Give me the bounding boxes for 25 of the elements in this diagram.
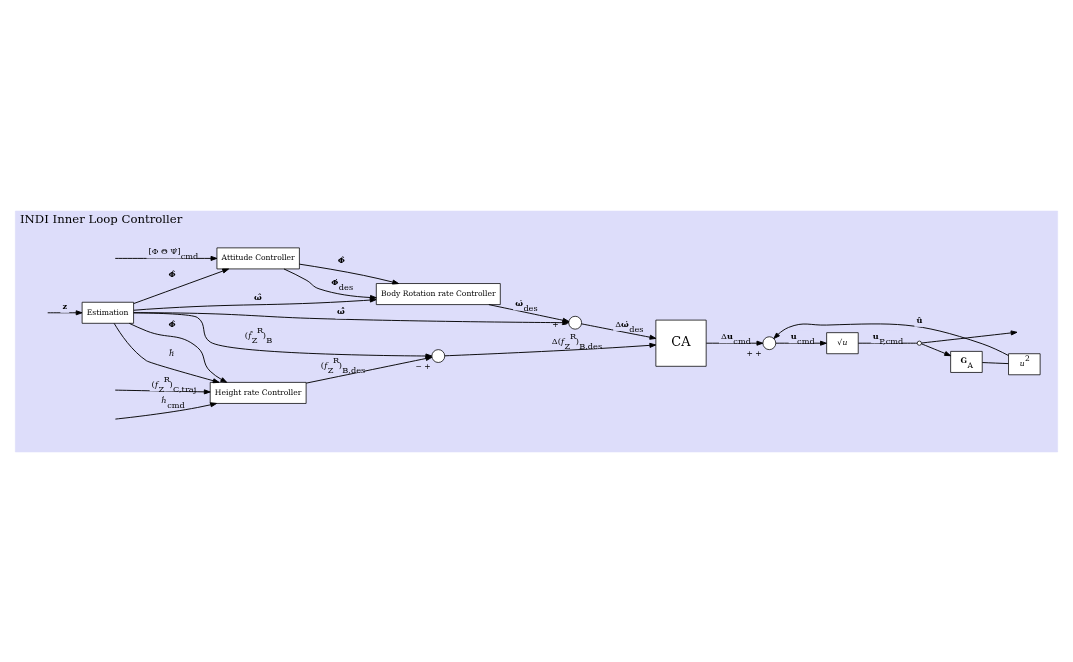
edge-label: ĥ̇: [168, 347, 175, 358]
arrow: [444, 342, 657, 356]
edge-label: Φ̂: [337, 254, 345, 265]
arrow: [114, 388, 211, 394]
edge-label: z: [62, 300, 68, 311]
node-circle: [431, 348, 446, 363]
arrow: [47, 309, 83, 315]
connector: [981, 361, 1009, 364]
arrow: [113, 322, 220, 383]
arrow: [298, 263, 399, 285]
node-circle: [568, 315, 582, 330]
arrow: [921, 342, 952, 356]
edge-label: ω̂: [254, 291, 262, 302]
arrow: [128, 322, 228, 383]
arrow: [133, 297, 377, 311]
edge-label: û: [916, 314, 923, 325]
node-box: CA: [655, 319, 707, 367]
edge-label: Φ̂: [168, 318, 176, 329]
arrow: [114, 401, 217, 420]
node-circle: [762, 335, 777, 350]
edge-label: Φ̂: [168, 268, 176, 279]
node-point: [916, 340, 922, 346]
edge-label: ω̂̇: [337, 305, 345, 316]
arrow: [921, 329, 1018, 343]
arrow: [581, 322, 657, 340]
